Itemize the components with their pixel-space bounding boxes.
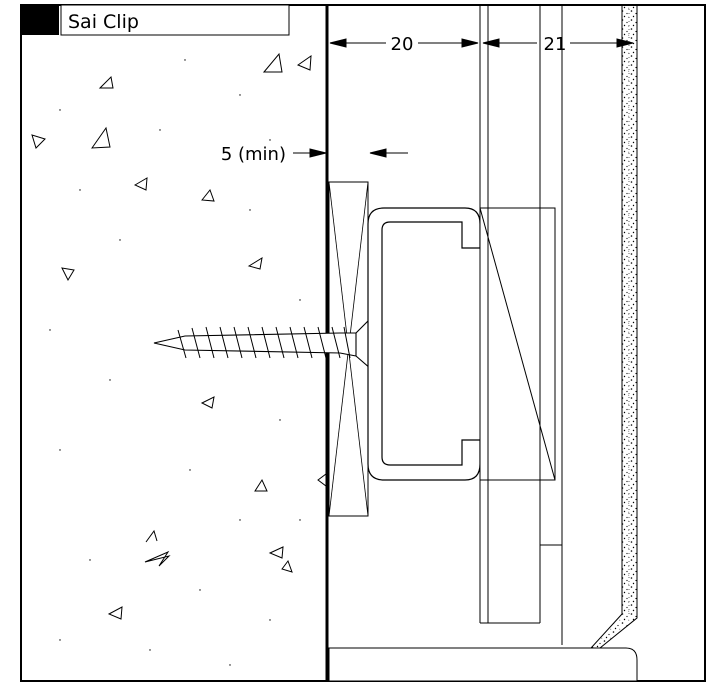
- clip-channel: [367, 207, 481, 481]
- base-sill: [328, 647, 638, 682]
- screw-fixing: [153, 309, 379, 377]
- dimension-min-offset-label: 5 (min): [221, 144, 286, 165]
- detail-title: Sai Clip: [68, 11, 139, 33]
- dimension-batten-label: 21: [544, 34, 567, 55]
- cladding-frame: [479, 5, 563, 645]
- detail-badge-letter: C: [33, 9, 48, 33]
- batten: [479, 207, 556, 481]
- detail-title-box: [60, 4, 290, 36]
- drawing-frame: [20, 4, 706, 682]
- dimension-gap-label: 20: [391, 34, 414, 55]
- dimension-min-offset: [293, 148, 408, 158]
- concrete-specks: [49, 59, 301, 666]
- concrete-aggregate: [31, 52, 327, 620]
- detail-badge: [21, 5, 59, 35]
- dimension-batten: [482, 38, 634, 48]
- dimension-gap: [329, 38, 479, 48]
